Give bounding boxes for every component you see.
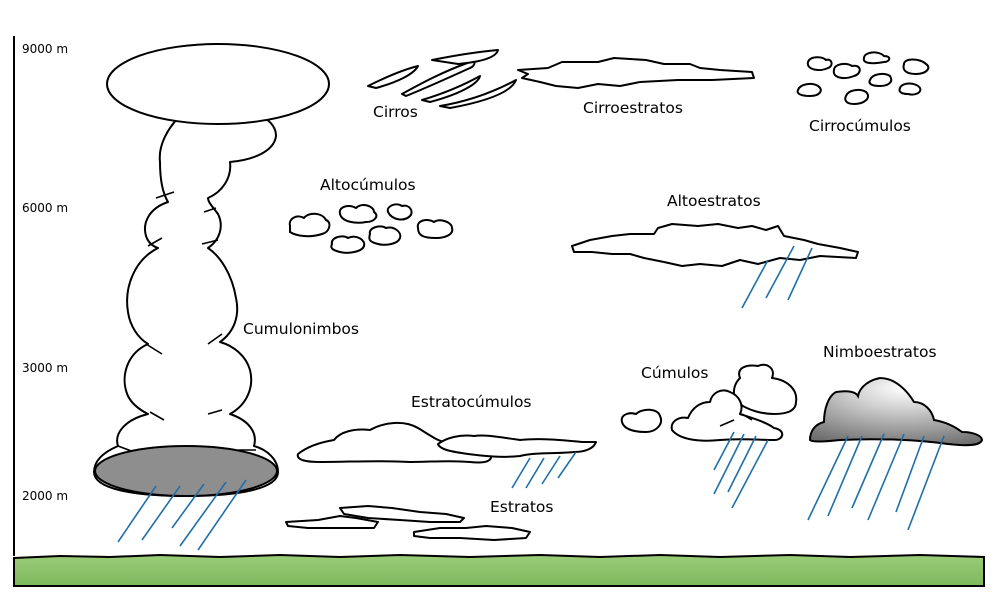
cloud-label-cirrocumulos: Cirrocúmulos xyxy=(809,117,911,135)
ground xyxy=(14,555,984,586)
cloud-label-cumulos: Cúmulos xyxy=(641,364,708,382)
cumulonimbus-cloud xyxy=(94,44,329,496)
cloud-label-nimboestratos: Nimboestratos xyxy=(823,343,937,361)
cloud-label-estratocumulos: Estratocúmulos xyxy=(411,393,532,411)
cirrus-cloud xyxy=(368,50,516,108)
cirrostratus-cloud xyxy=(518,58,754,88)
altitude-label-6000: 6000 m xyxy=(22,201,68,215)
altitude-label-3000: 3000 m xyxy=(22,361,68,375)
cloud-label-altoestratos: Altoestratos xyxy=(667,192,761,210)
nimbostratus-rain xyxy=(808,434,944,530)
cloud-label-estratos: Estratos xyxy=(490,498,553,516)
altostratus-cloud xyxy=(572,224,858,266)
cloud-label-cirroestratos: Cirroestratos xyxy=(583,99,683,117)
altitude-label-9000: 9000 m xyxy=(22,42,68,56)
altitude-label-2000: 2000 m xyxy=(22,489,68,503)
stratocumulus-rain xyxy=(512,452,576,488)
cloud-label-altocumulos: Altocúmulos xyxy=(320,176,416,194)
stratocumulus-cloud xyxy=(298,423,596,463)
cloud-label-cumulonimbos: Cumulonimbos xyxy=(243,320,359,338)
cirrocumulus-cloud xyxy=(798,52,929,104)
cumulus-rain xyxy=(714,432,768,508)
nimbostratus-cloud xyxy=(810,378,982,445)
altocumulus-cloud xyxy=(290,204,453,252)
cloud-label-cirros: Cirros xyxy=(373,103,418,121)
